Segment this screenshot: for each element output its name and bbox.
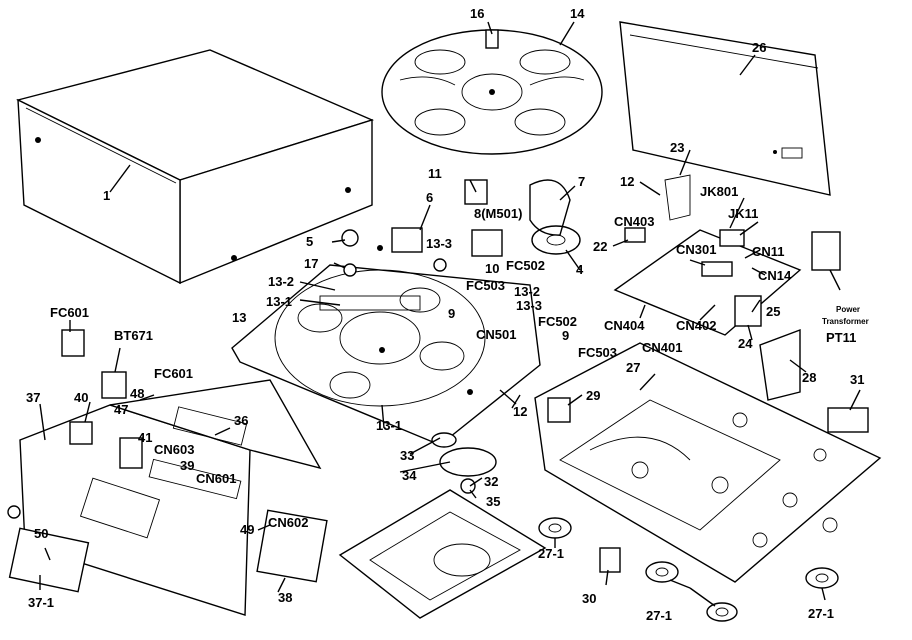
top-cover-part bbox=[16, 49, 375, 285]
label-9-right: 9 bbox=[562, 328, 569, 343]
label-7: 7 bbox=[578, 174, 585, 189]
label-fc503-right: FC503 bbox=[578, 345, 617, 360]
loader-mechanism-part bbox=[338, 432, 547, 619]
label-22: 22 bbox=[593, 239, 607, 254]
label-8-m501: 8(M501) bbox=[474, 206, 522, 221]
main-pcb-part bbox=[613, 174, 841, 336]
label-fc502-mid: FC502 bbox=[538, 314, 577, 329]
label-13-2-mid: 13-2 bbox=[514, 284, 540, 299]
label-cn14: CN14 bbox=[758, 268, 792, 283]
label-48: 48 bbox=[130, 386, 144, 401]
label-37-1: 37-1 bbox=[28, 595, 54, 610]
label-23: 23 bbox=[670, 140, 684, 155]
label-cn301: CN301 bbox=[676, 242, 716, 257]
label-13-3-mid: 13-3 bbox=[516, 298, 542, 313]
label-fc601-left: FC601 bbox=[50, 305, 89, 320]
label-40: 40 bbox=[74, 390, 88, 405]
label-12-mid: 12 bbox=[513, 404, 527, 419]
transformer-caption-line1: Power bbox=[836, 305, 860, 314]
label-27: 27 bbox=[626, 360, 640, 375]
label-cn603: CN603 bbox=[154, 442, 194, 457]
brackets-part bbox=[759, 328, 869, 433]
label-39: 39 bbox=[180, 458, 194, 473]
label-jk801: JK801 bbox=[700, 184, 738, 199]
label-6: 6 bbox=[426, 190, 433, 205]
rear-panel-part bbox=[619, 21, 831, 196]
label-4: 4 bbox=[576, 262, 584, 277]
mechanism-small-parts bbox=[341, 227, 447, 277]
label-29: 29 bbox=[586, 388, 600, 403]
label-27-1-bottom: 27-1 bbox=[646, 608, 672, 623]
label-28: 28 bbox=[802, 370, 816, 385]
label-13-2-left: 13-2 bbox=[268, 274, 294, 289]
label-16: 16 bbox=[470, 6, 484, 21]
label-12-top: 12 bbox=[620, 174, 634, 189]
turntable-part bbox=[381, 29, 603, 155]
part-labels: 16 14 26 1 11 7 6 8(M501) 23 12 5 17 13-… bbox=[26, 6, 869, 623]
label-35: 35 bbox=[486, 494, 500, 509]
leader-lines bbox=[39, 21, 861, 607]
label-fc502-top: FC502 bbox=[506, 258, 545, 273]
label-47: 47 bbox=[114, 402, 128, 417]
label-jk11: JK11 bbox=[728, 206, 758, 221]
label-27-1-right: 27-1 bbox=[808, 606, 834, 621]
label-13: 13 bbox=[232, 310, 246, 325]
label-36: 36 bbox=[234, 413, 248, 428]
label-13-3-top: 13-3 bbox=[426, 236, 452, 251]
label-41: 41 bbox=[138, 430, 152, 445]
label-cn404: CN404 bbox=[604, 318, 645, 333]
mechanism-base-part bbox=[231, 264, 541, 446]
label-31: 31 bbox=[850, 372, 864, 387]
label-50: 50 bbox=[34, 526, 48, 541]
label-9-left: 9 bbox=[448, 306, 455, 321]
label-cn602: CN602 bbox=[268, 515, 308, 530]
label-cn403: CN403 bbox=[614, 214, 654, 229]
label-33: 33 bbox=[400, 448, 414, 463]
label-32: 32 bbox=[484, 474, 498, 489]
label-24: 24 bbox=[738, 336, 753, 351]
label-26: 26 bbox=[752, 40, 766, 55]
label-fc601-mid: FC601 bbox=[154, 366, 193, 381]
label-37: 37 bbox=[26, 390, 40, 405]
feet-parts bbox=[538, 397, 839, 622]
label-fc503-top: FC503 bbox=[466, 278, 505, 293]
label-cn501: CN501 bbox=[476, 327, 516, 342]
label-cn601: CN601 bbox=[196, 471, 236, 486]
label-bt671: BT671 bbox=[114, 328, 153, 343]
transformer-caption-line2: Transformer bbox=[822, 317, 869, 326]
label-49: 49 bbox=[240, 522, 254, 537]
label-13-1-mid: 13-1 bbox=[376, 418, 402, 433]
label-cn401: CN401 bbox=[642, 340, 682, 355]
front-panel-part bbox=[7, 329, 328, 616]
label-30: 30 bbox=[582, 591, 596, 606]
label-25: 25 bbox=[766, 304, 780, 319]
label-pt11: PT11 bbox=[826, 330, 856, 345]
label-cn402: CN402 bbox=[676, 318, 716, 333]
label-14: 14 bbox=[570, 6, 585, 21]
label-1: 1 bbox=[103, 188, 110, 203]
label-17: 17 bbox=[304, 256, 318, 271]
label-27-1-left: 27-1 bbox=[538, 546, 564, 561]
label-34: 34 bbox=[402, 468, 417, 483]
chassis-part bbox=[534, 342, 882, 583]
label-5: 5 bbox=[306, 234, 313, 249]
label-13-1-left: 13-1 bbox=[266, 294, 292, 309]
label-cn11: CN11 bbox=[752, 244, 785, 259]
label-11: 11 bbox=[428, 166, 442, 181]
label-38: 38 bbox=[278, 590, 292, 605]
label-10: 10 bbox=[485, 261, 499, 276]
